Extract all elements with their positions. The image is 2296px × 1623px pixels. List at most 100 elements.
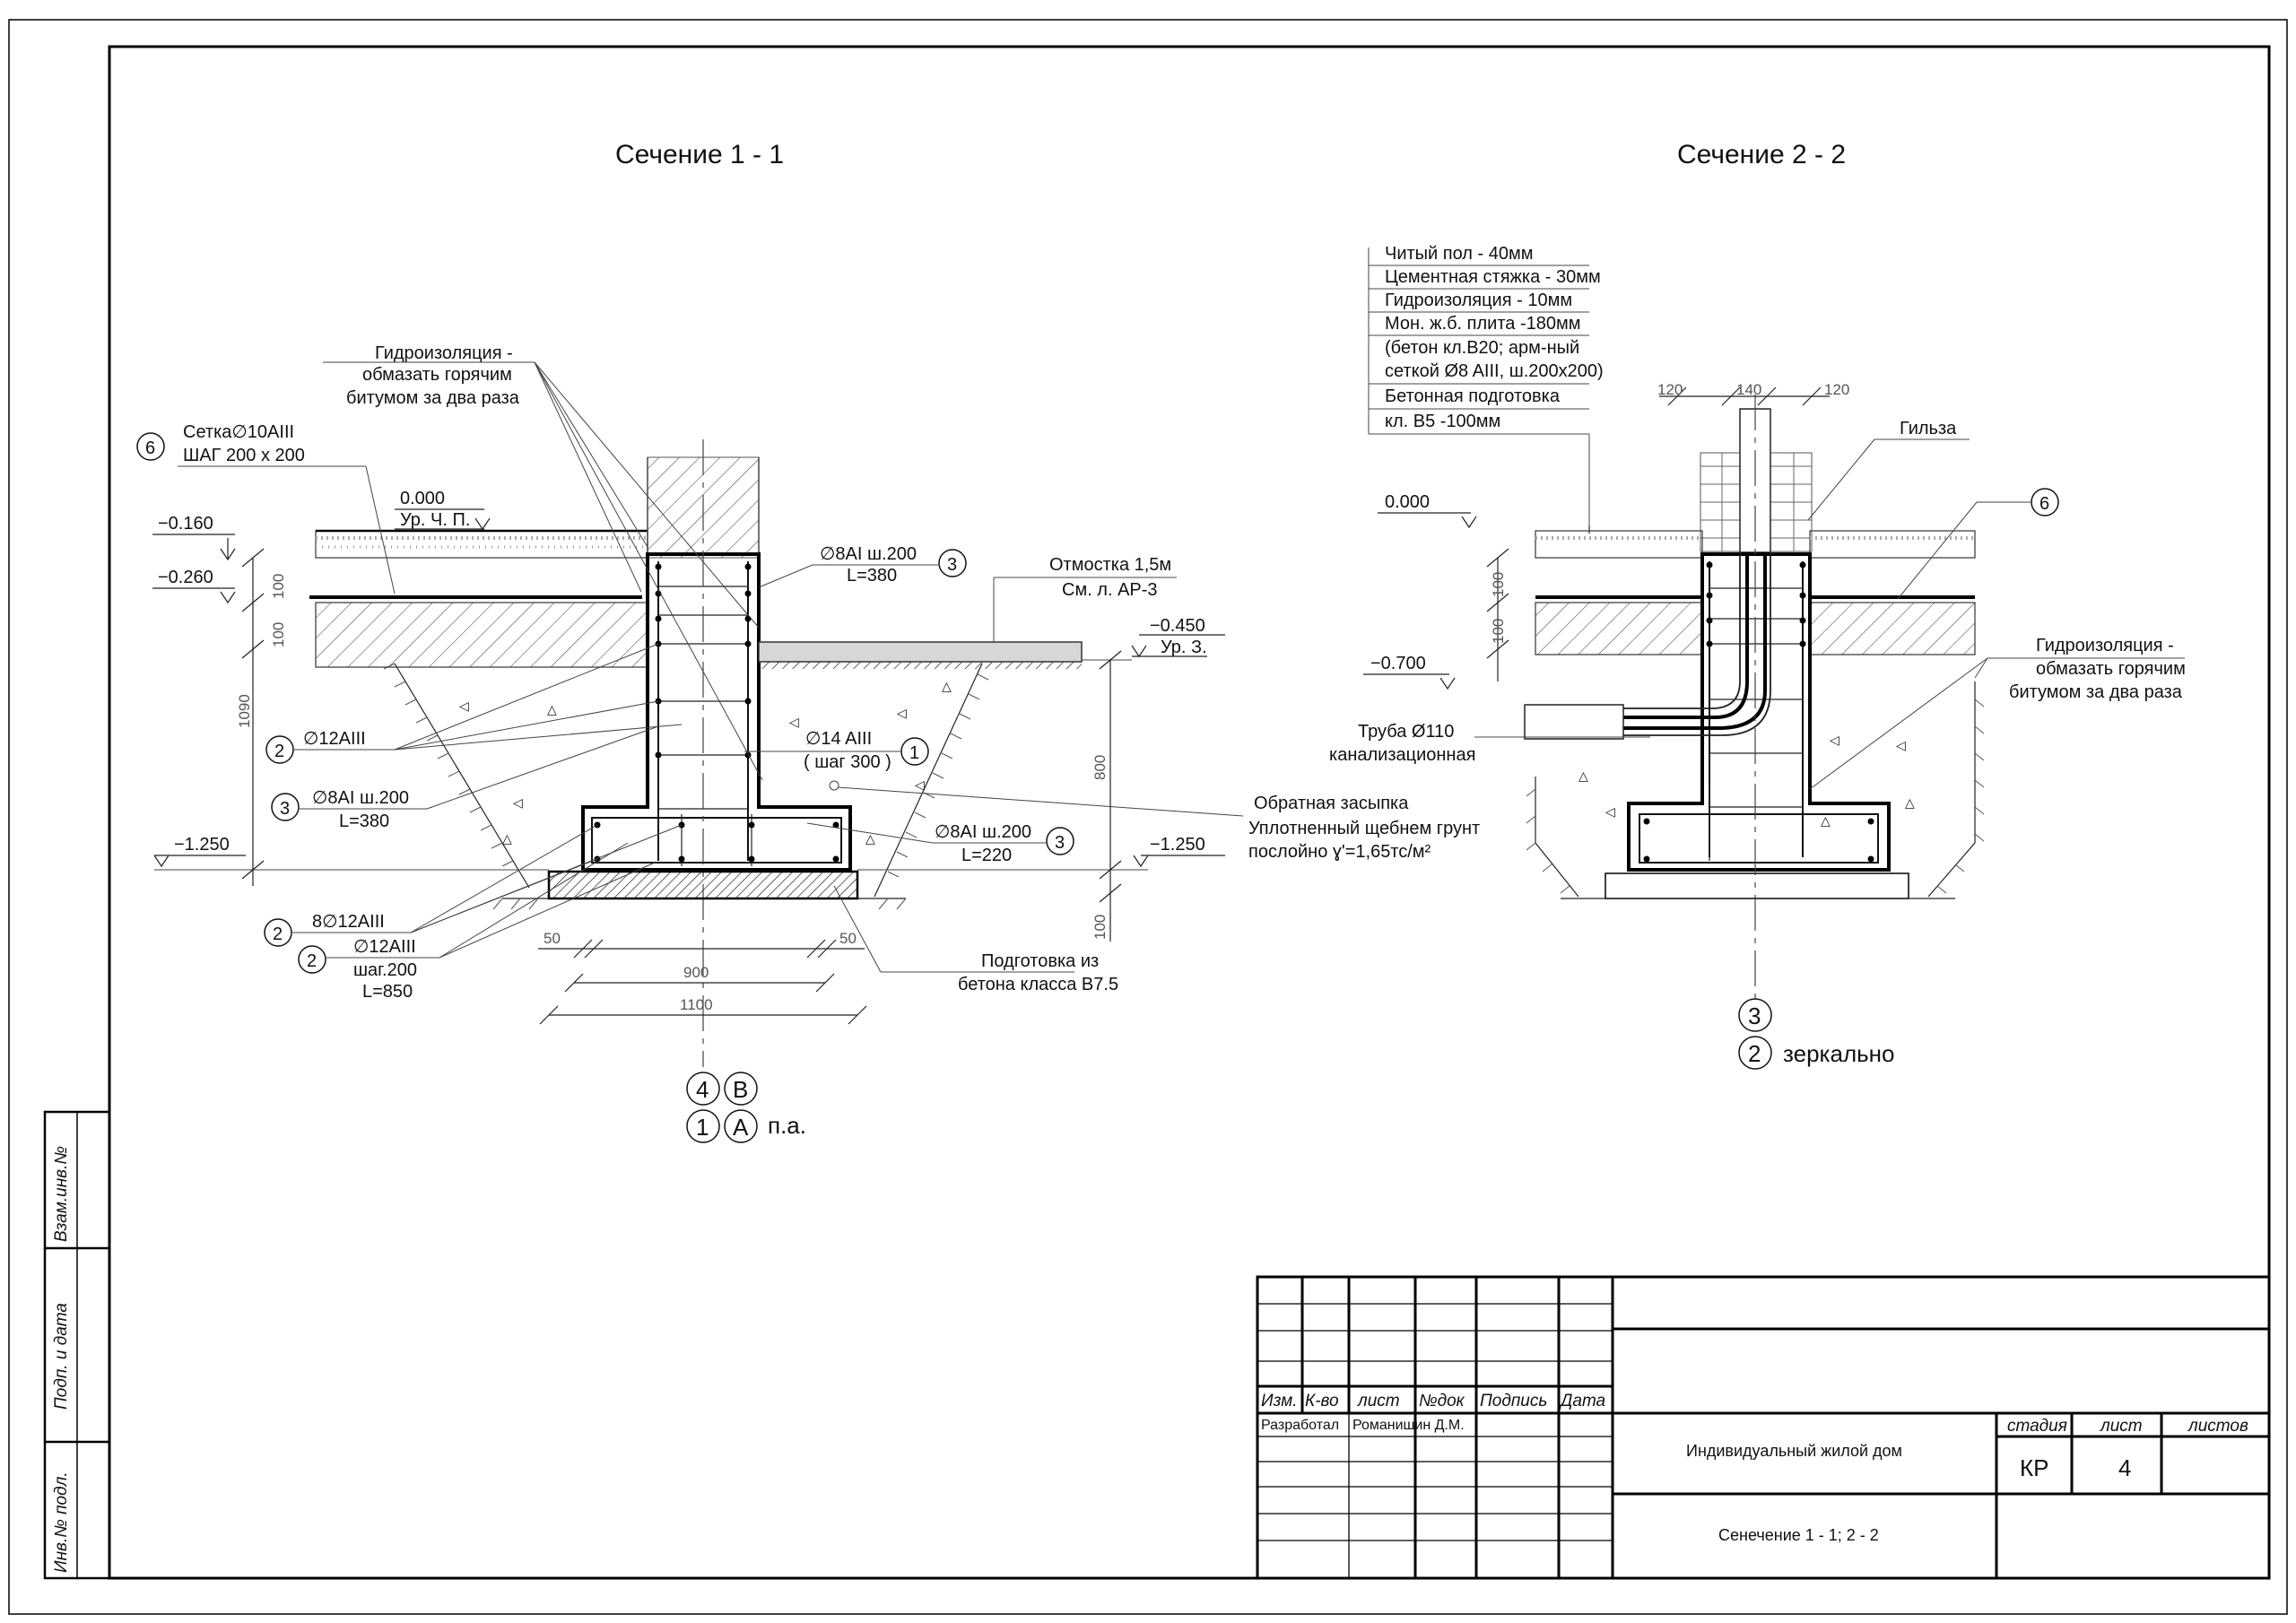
stamp-h-ndok: №док (1419, 1392, 1465, 1410)
s1-hydro-line3: битумом за два раза (346, 388, 520, 408)
s2-layer-6: Бетонная подготовка (1385, 386, 1561, 406)
s2-ref-2: 2 (1748, 1040, 1761, 1067)
s1-r3a-num: 3 (280, 799, 290, 819)
section1-title: Сечение 1 - 1 (615, 140, 784, 169)
stamp-sheet: 4 (2118, 1454, 2131, 1481)
s1-lvl-m0160: −0.160 (158, 514, 213, 534)
s1-r3b-line2: L=220 (961, 846, 1012, 865)
stamp-col-sheets: листов (2187, 1417, 2248, 1436)
s1-mesh-line1: Сетка∅10AIII (183, 422, 294, 442)
s1-r2c-line1: ∅12AIII (353, 937, 416, 957)
svg-text:△: △ (502, 831, 512, 846)
section-1-1: Сечение 1 - 1 (136, 140, 1480, 1143)
s1-ref-1: 1 (696, 1114, 709, 1141)
s1-r3b-line1: ∅8AI ш.200 (935, 822, 1031, 842)
svg-text:◁: ◁ (789, 715, 799, 729)
svg-text:◁: ◁ (459, 699, 469, 713)
s1-r1-num: 1 (909, 743, 919, 763)
s2-num6: 6 (2039, 494, 2049, 514)
s1-dim-100a: 100 (270, 574, 287, 599)
s1-lvl-m1250-right: −1.250 (1150, 835, 1205, 855)
svg-text:◁: ◁ (1896, 738, 1906, 752)
s1-mesh-num: 6 (145, 438, 155, 458)
s1-dim-1100: 1100 (680, 996, 713, 1013)
stamp-col-stage: стадия (2007, 1417, 2067, 1436)
s1-r2b-num: 2 (273, 924, 283, 944)
stamp-dev-name: Романишин Д.М. (1352, 1418, 1465, 1433)
s1-dim-50a: 50 (544, 930, 561, 947)
s1-r2c-line2: шаг.200 (353, 960, 417, 980)
svg-text:△: △ (1578, 768, 1588, 783)
s2-dim-120b: 120 (1824, 381, 1849, 398)
s2-dim-120a: 120 (1657, 381, 1683, 398)
s1-dim-1090: 1090 (236, 694, 253, 728)
s1-r2a: ∅12AIII (303, 729, 366, 749)
s1-hydro-line2: обмазать горячим (362, 365, 512, 385)
s1-lvl-m0260: −0.260 (158, 568, 213, 587)
s1-ref-4: 4 (696, 1076, 709, 1103)
s2-hydro-line3: битумом за два раза (2009, 682, 2183, 702)
s2-layer-0: Читый пол - 40мм (1385, 244, 1533, 264)
s1-backfill-line3: послойно ɣ'=1,65тс/м² (1248, 842, 1431, 862)
s1-prep-line2: бетона класса В7.5 (958, 975, 1118, 994)
svg-text:△: △ (1821, 813, 1831, 828)
s1-backfill-line1: Обратная засыпка (1254, 794, 1409, 813)
svg-text:△: △ (865, 831, 875, 846)
s2-lvl-m0700: −0.700 (1370, 654, 1426, 673)
svg-text:◁: ◁ (915, 777, 925, 792)
s2-hydro-line2: обмазать горячим (2036, 659, 2186, 679)
s1-rebar-top-num: 3 (947, 555, 957, 575)
s1-ref-note: п.а. (768, 1112, 806, 1139)
s2-ref-note: зеркально (1783, 1040, 1895, 1067)
s1-lvl-m1250-left: −1.250 (174, 835, 230, 855)
s1-lvl-0000-sub: Ур. Ч. П. (400, 510, 470, 530)
s2-layer-2: Гидроизоляция - 10мм (1385, 291, 1572, 310)
stamp-h-kvo: К-во (1305, 1392, 1339, 1410)
s1-r1-line1: ∅14 AIII (805, 729, 872, 749)
svg-text:◁: ◁ (1830, 733, 1839, 747)
s1-r2b: 8∅12AIII (312, 912, 385, 932)
s2-layer-4: (бетон кл.В20; арм-ный (1385, 338, 1579, 358)
stamp-stage: КР (2020, 1454, 2049, 1481)
s1-ref-A: А (733, 1114, 749, 1141)
stamp-sheet-title: Сенечение 1 - 1; 2 - 2 (1718, 1526, 1879, 1544)
s2-layer-7: кл. В5 -100мм (1385, 412, 1500, 431)
s1-r3a-line1: ∅8AI ш.200 (312, 788, 409, 808)
s2-lvl-0000: 0.000 (1385, 492, 1430, 512)
s2-layer-5: сеткой Ø8 AIII, ш.200х200) (1385, 361, 1604, 381)
stamp-h-data: Дата (1559, 1392, 1605, 1410)
outer-border (8, 19, 2288, 1615)
stamp-project: Индивидуальный жилой дом (1686, 1442, 1902, 1460)
s1-r2c-num: 2 (307, 951, 317, 971)
stamp-h-list: лист (1357, 1392, 1400, 1410)
stamp-h-podpis: Подпись (1480, 1392, 1547, 1410)
s1-r3b-num: 3 (1055, 833, 1065, 853)
s1-rebar-top-line1: ∅8AI ш.200 (820, 544, 917, 564)
section-2-2: Сечение 2 - 2 Читый пол - 40мм Цементная… (1329, 140, 2186, 1070)
side-label-podp: Подп. и дата (52, 1303, 71, 1410)
s1-mesh-num-circle (136, 432, 165, 461)
svg-text:◁: ◁ (513, 795, 523, 810)
s2-layer-1: Цементная стяжка - 30мм (1385, 267, 1601, 287)
s1-backfill-line2: Уплотненный щебнем грунт (1248, 819, 1480, 838)
s2-gilza: Гильза (1900, 419, 1957, 438)
s1-lvl-m0450-sub: Ур. З. (1161, 638, 1207, 657)
s1-r2c-line3: L=850 (362, 982, 413, 1002)
svg-text:△: △ (942, 679, 952, 693)
s1-dim-900: 900 (683, 964, 709, 981)
s1-rebar-top-line2: L=380 (847, 566, 897, 586)
svg-text:◁: ◁ (897, 706, 907, 720)
s1-r1-line2: ( шаг 300 ) (804, 752, 891, 772)
s1-hydro-line1: Гидроизоляция - (375, 343, 513, 363)
stamp-col-sheet: лист (2100, 1417, 2143, 1436)
side-strip: Взам.инв.№ Подп. и дата Инв.№ подл. (43, 1110, 111, 1580)
s1-prep-line1: Подготовка из (981, 951, 1099, 971)
s1-otmostka-line1: Отмостка 1,5м (1049, 555, 1171, 575)
stamp-dev-role: Разработал (1261, 1418, 1339, 1433)
s2-ref-3: 3 (1748, 1002, 1761, 1029)
s2-dim-100b: 100 (1490, 572, 1507, 597)
inner-border (108, 45, 2271, 1580)
s1-dim-800: 800 (1091, 755, 1109, 780)
s1-dim-100c: 100 (1091, 915, 1109, 940)
